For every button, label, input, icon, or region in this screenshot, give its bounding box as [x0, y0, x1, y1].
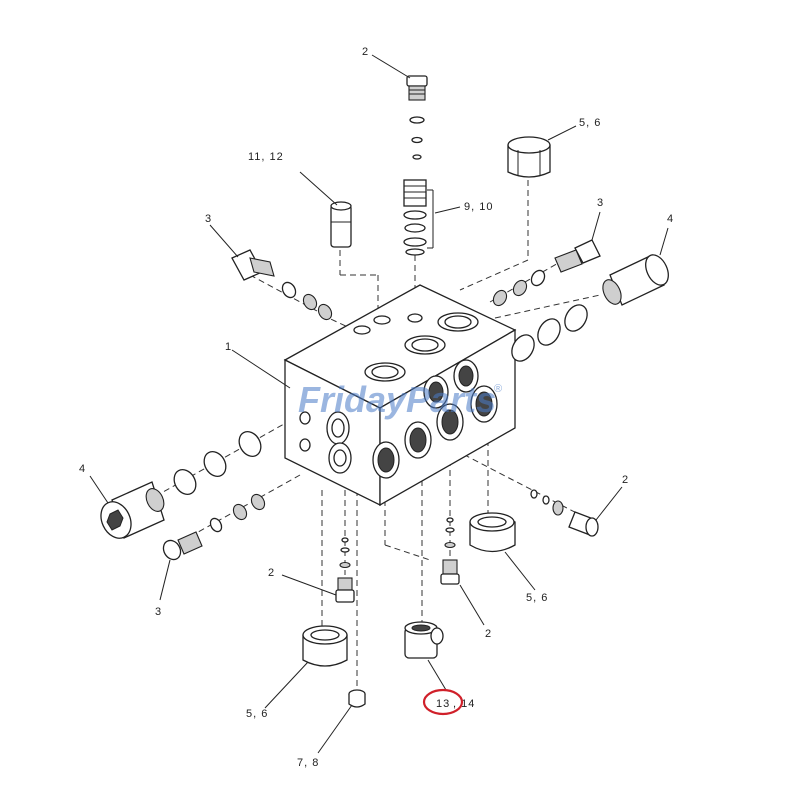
callout-right-3: 3 — [597, 197, 604, 209]
watermark-text: FridayParts — [298, 379, 496, 420]
watermark: FridayParts ® — [298, 379, 502, 420]
right-cartridge-4 — [511, 254, 669, 362]
left-cartridge-4 — [100, 431, 262, 539]
valve-block — [283, 284, 517, 507]
callout-bottom-left-3: 3 — [155, 606, 162, 618]
callout-13: 13 — [436, 698, 450, 710]
cap-5-6-bottom — [302, 625, 348, 667]
fitting-13-14 — [404, 621, 444, 659]
callout-9-10: 9, 10 — [464, 201, 493, 213]
left-cartridge-3 — [231, 249, 333, 321]
relief-valve-11-12 — [330, 201, 352, 248]
left-bottom-plug-2 — [335, 537, 355, 603]
right-cartridge-3 — [492, 239, 601, 307]
left-lower-cartridge-3 — [162, 493, 266, 561]
center-bottom-plug-2 — [440, 517, 460, 585]
right-lower-plug-2 — [530, 489, 599, 537]
callout-11-12: 11, 12 — [248, 151, 284, 163]
callout-left-4: 4 — [79, 463, 86, 475]
highlight-circle — [422, 688, 464, 716]
callout-14: , 14 — [453, 698, 475, 710]
callout-top-5-6: 5, 6 — [579, 117, 601, 129]
callout-labels: 2 5, 6 11, 12 9, 10 3 3 4 1 4 3 2 2 2 5,… — [79, 46, 674, 769]
callout-bottom-2: 2 — [485, 628, 492, 640]
cap-5-6-right — [469, 512, 516, 553]
cap-5-6-top — [507, 136, 551, 178]
callout-bottom-5-6: 5, 6 — [246, 708, 268, 720]
cartridge-9-10 — [403, 179, 434, 256]
callout-block-1: 1 — [225, 341, 232, 353]
watermark-registered-mark: ® — [494, 383, 502, 395]
top-plug-2 — [406, 75, 428, 160]
leader-lines — [89, 54, 669, 754]
plug-7-8 — [348, 689, 366, 708]
callout-7-8: 7, 8 — [297, 757, 319, 769]
callout-mid-2: 2 — [268, 567, 275, 579]
callout-right-4: 4 — [667, 213, 674, 225]
callout-right-2: 2 — [622, 474, 629, 486]
callout-right-5-6: 5, 6 — [526, 592, 548, 604]
callout-top-2: 2 — [362, 46, 369, 58]
callout-left-3: 3 — [205, 213, 212, 225]
